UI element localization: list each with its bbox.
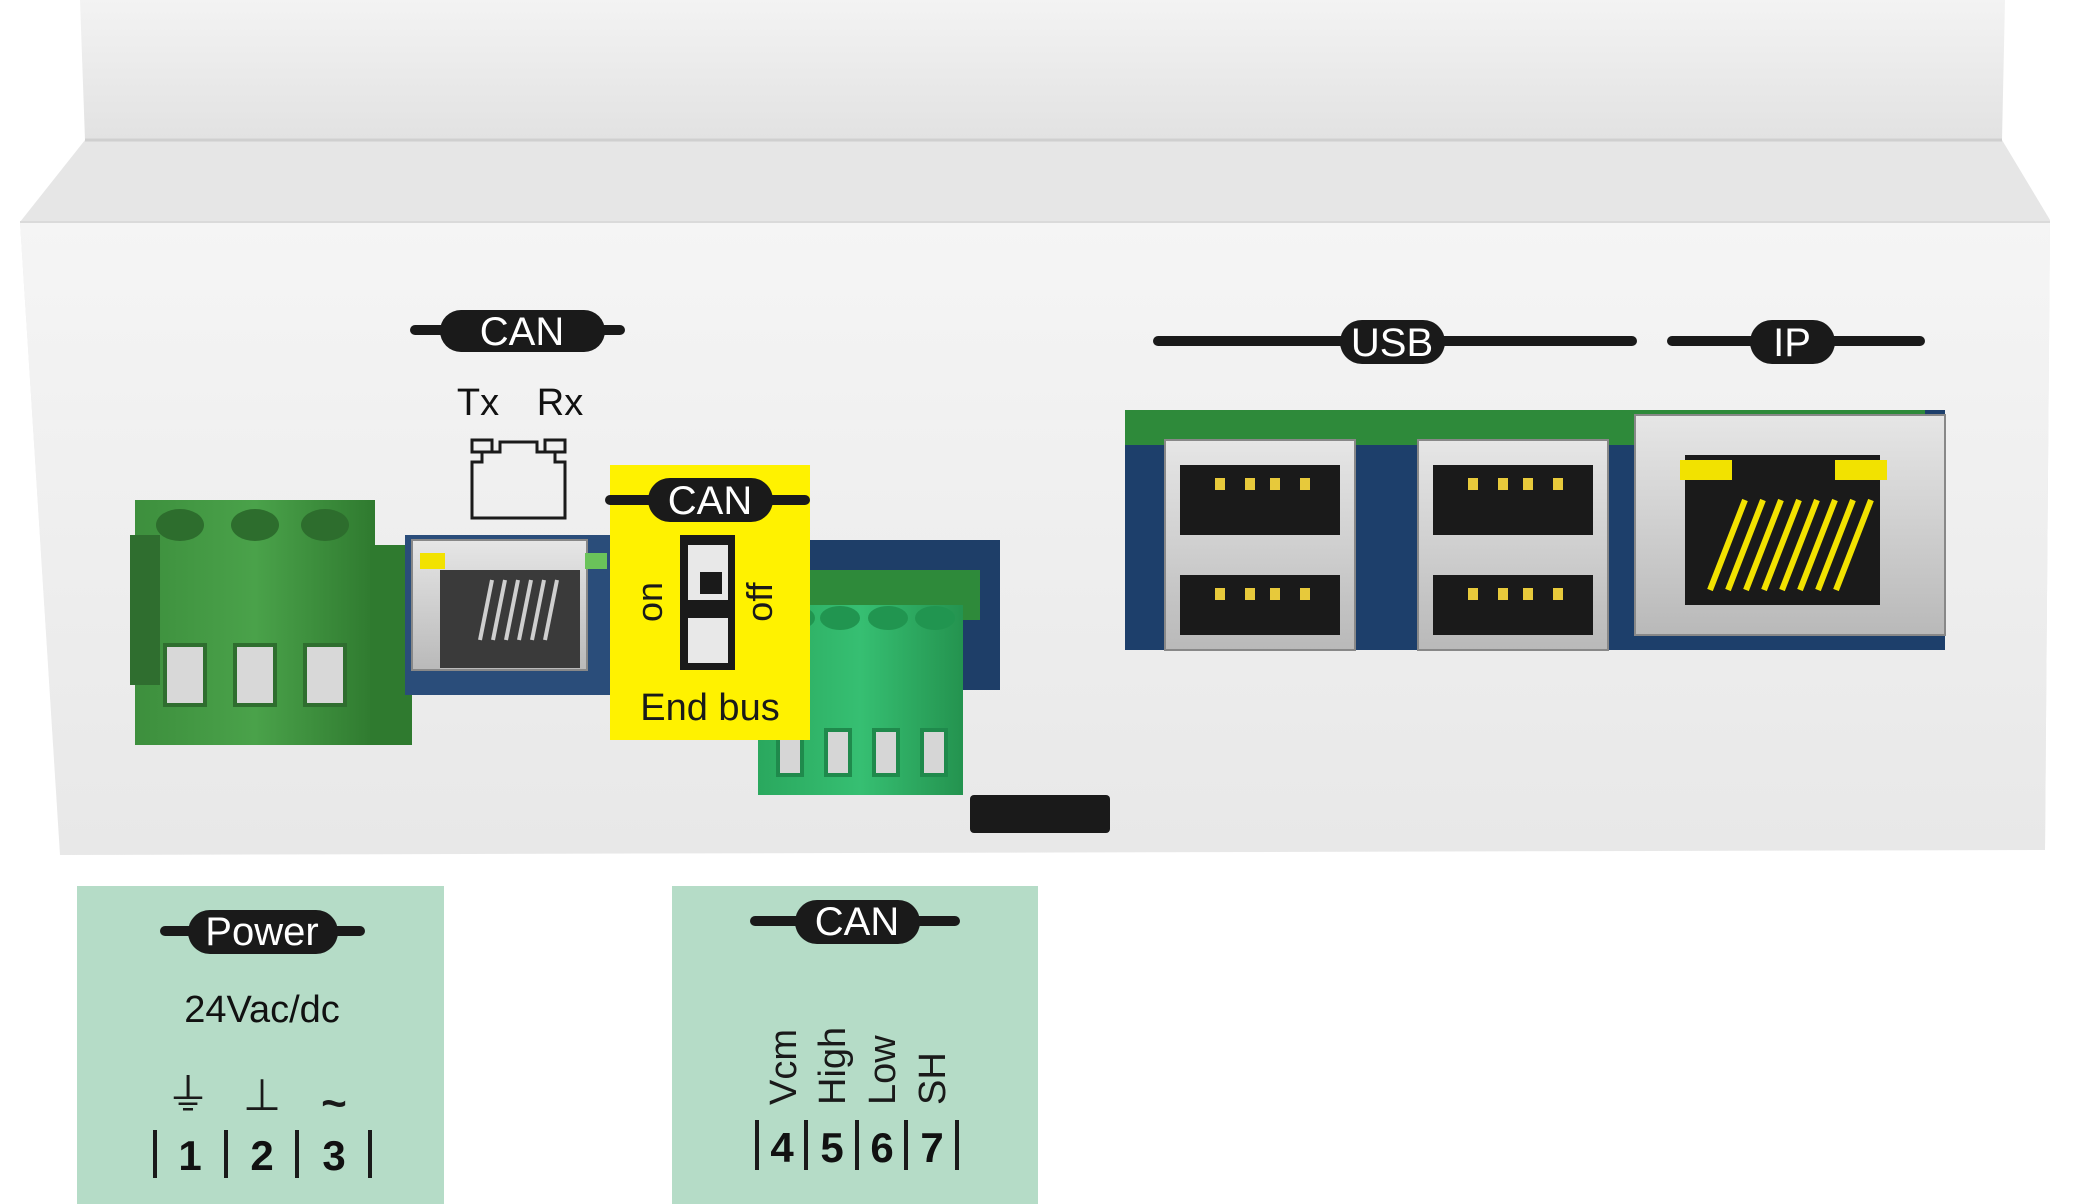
can-rj-port: [405, 535, 635, 695]
rj-port-icon: [470, 438, 567, 520]
terminal-7: 7: [920, 1124, 943, 1171]
power-panel: Power 24Vac/dc ⏚ ⊥ ~ 1 2 3: [77, 886, 444, 1204]
terminal-3: 3: [322, 1132, 345, 1179]
terminal-4: 4: [770, 1124, 794, 1171]
usb-port-right: [1417, 439, 1609, 651]
usb-label: USB: [1351, 321, 1433, 365]
rx-label: Rx: [537, 382, 583, 424]
signal-sh: SH: [912, 1052, 954, 1105]
usb-port-left: [1164, 439, 1356, 651]
end-bus-caption: End bus: [640, 687, 779, 729]
signal-low: Low: [862, 1035, 904, 1105]
ground-icon: ⊥: [243, 1071, 281, 1120]
ip-callout: IP: [1667, 320, 1925, 365]
can-end-bus-switch: CAN on off End bus: [605, 465, 810, 740]
ethernet-port: [1634, 414, 1946, 636]
ac-icon: ~: [321, 1079, 347, 1128]
ip-label: IP: [1773, 321, 1811, 365]
can-panel: CAN Vcm High Low SH 4 5 6 7: [672, 886, 1038, 1204]
can-port-label: CAN: [480, 310, 564, 354]
tx-label: Tx: [457, 382, 499, 424]
switch-on-label: on: [629, 582, 670, 622]
signal-vcm: Vcm: [763, 1029, 805, 1105]
switch-off-label: off: [739, 581, 780, 621]
signal-high: High: [812, 1027, 854, 1105]
power-label: Power: [205, 910, 318, 954]
terminal-5: 5: [820, 1124, 843, 1171]
terminal-1: 1: [178, 1132, 201, 1179]
power-voltage: 24Vac/dc: [184, 989, 340, 1031]
usb-callout: USB: [1153, 320, 1637, 365]
power-terminal-block: [130, 500, 412, 745]
end-bus-can-label: CAN: [668, 479, 752, 523]
terminal-2: 2: [250, 1132, 273, 1179]
terminal-6: 6: [870, 1124, 893, 1171]
earth-ground-icon: ⏚: [166, 1071, 210, 1120]
can-panel-label: CAN: [815, 900, 899, 944]
can-port-callout: CAN Tx Rx: [410, 310, 625, 520]
